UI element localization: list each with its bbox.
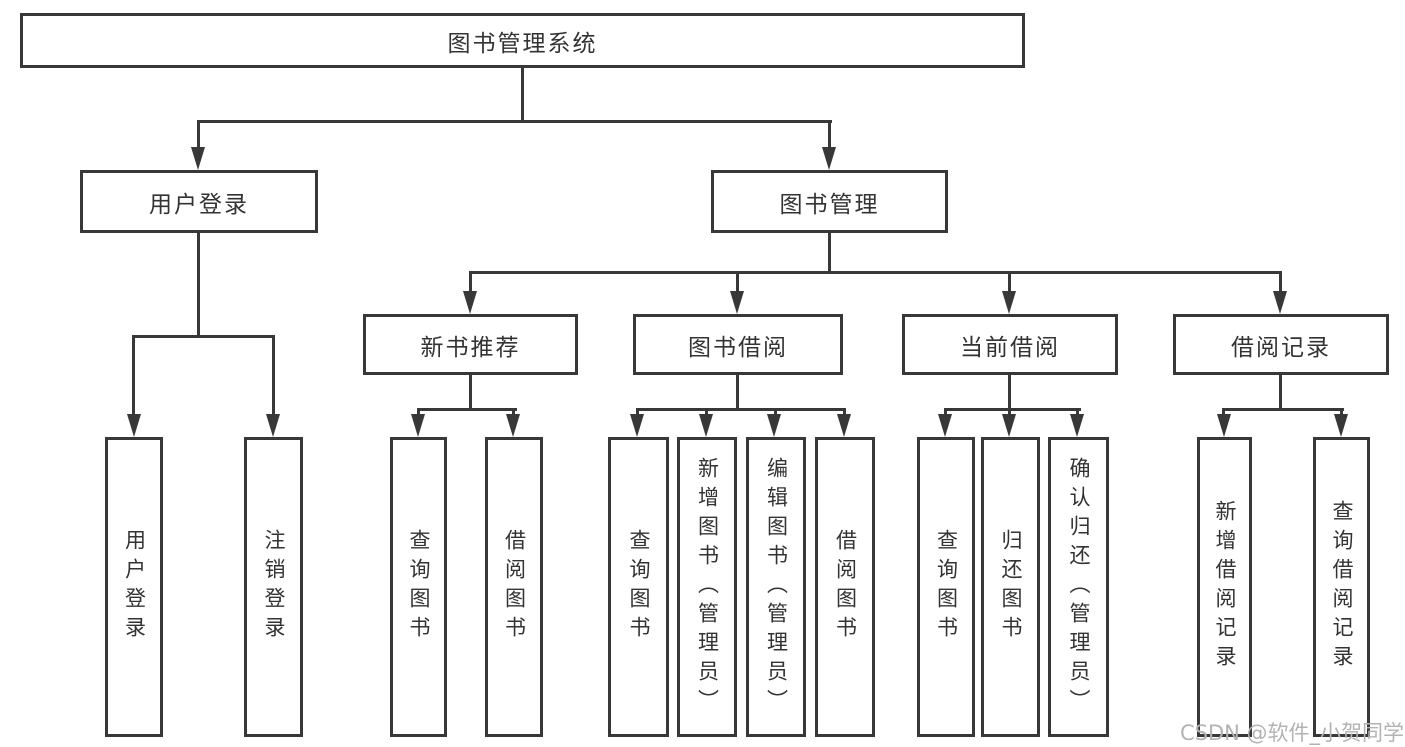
arrow-down-icon — [1002, 414, 1016, 437]
leaf-add-borrow-record: 新增借阅记录 — [1197, 437, 1252, 737]
leaf-add-borrow-record-label: 新增借阅记录 — [1213, 500, 1237, 674]
arrow-down-icon — [1273, 291, 1287, 314]
tree-connector-vline — [1340, 408, 1343, 418]
tree-connector-vline — [512, 408, 515, 418]
arrow-down-icon — [127, 414, 141, 437]
leaf-borrow-book-1: 借阅图书 — [485, 437, 543, 737]
leaf-query-book-2-label: 查询图书 — [627, 529, 651, 645]
node-borrow-records-label: 借阅记录 — [1231, 334, 1331, 361]
leaf-borrow-book-2: 借阅图书 — [815, 437, 875, 737]
tree-connector-vline — [1076, 408, 1079, 418]
tree-connector-vline — [736, 375, 739, 410]
node-current-borrow: 当前借阅 — [902, 314, 1118, 375]
tree-connector-vline — [1279, 375, 1282, 410]
leaf-borrow-book-2-label: 借阅图书 — [833, 529, 858, 645]
tree-connector-vline — [417, 408, 420, 418]
tree-connector-vline — [197, 233, 200, 337]
leaf-query-book-1-label: 查询图书 — [407, 529, 431, 645]
tree-connector-vline — [1008, 408, 1011, 418]
tree-connector-vline — [1008, 271, 1011, 295]
tree-connector-vline — [1279, 271, 1282, 295]
arrow-down-icon — [506, 414, 520, 437]
leaf-edit-book-admin: 编辑图书（管理员） — [746, 437, 806, 737]
tree-connector-hline — [1222, 408, 1344, 411]
leaf-return-book: 归还图书 — [981, 437, 1040, 737]
node-root: 图书管理系统 — [20, 13, 1025, 68]
arrow-down-icon — [191, 147, 205, 170]
tree-connector-vline — [843, 408, 846, 418]
leaf-query-borrow-record-label: 查询借阅记录 — [1330, 500, 1354, 674]
arrow-down-icon — [630, 414, 644, 437]
arrow-down-icon — [411, 414, 425, 437]
tree-connector-hline — [197, 120, 832, 123]
arrow-down-icon — [1002, 291, 1016, 314]
tree-connector-vline — [197, 120, 200, 150]
csdn-watermark: CSDN @软件_小贺同学 — [1180, 721, 1405, 745]
tree-connector-vline — [132, 335, 135, 417]
tree-connector-vline — [521, 68, 524, 122]
node-book-mgmt: 图书管理 — [711, 170, 948, 233]
arrow-down-icon — [266, 414, 280, 437]
node-root-label: 图书管理系统 — [447, 30, 598, 57]
leaf-add-book-admin-label: 新增图书（管理员） — [695, 456, 720, 718]
tree-connector-vline — [1008, 375, 1011, 410]
tree-connector-vline — [636, 408, 639, 418]
tree-connector-vline — [828, 120, 831, 150]
leaf-user-login-label: 用户登录 — [122, 529, 147, 645]
tree-connector-vline — [774, 408, 777, 418]
leaf-borrow-book-1-label: 借阅图书 — [502, 529, 527, 645]
node-book-borrow: 图书借阅 — [633, 314, 843, 375]
node-user-login: 用户登录 — [80, 170, 318, 233]
leaf-query-borrow-record: 查询借阅记录 — [1313, 437, 1370, 737]
leaf-confirm-return-admin-label: 确认归还（管理员） — [1067, 456, 1091, 718]
node-user-login-label: 用户登录 — [149, 191, 249, 218]
node-new-book-rec: 新书推荐 — [363, 314, 578, 375]
leaf-query-book-3: 查询图书 — [917, 437, 975, 737]
arrow-down-icon — [767, 414, 781, 437]
node-book-borrow-label: 图书借阅 — [688, 334, 788, 361]
tree-connector-vline — [736, 271, 739, 295]
tree-connector-vline — [828, 233, 831, 273]
tree-connector-hline — [944, 408, 1081, 411]
leaf-confirm-return-admin: 确认归还（管理员） — [1048, 437, 1109, 737]
arrow-down-icon — [938, 414, 952, 437]
arrow-down-icon — [822, 147, 836, 170]
tree-connector-hline — [636, 408, 846, 411]
leaf-logout: 注销登录 — [244, 437, 303, 737]
node-book-mgmt-label: 图书管理 — [779, 191, 880, 218]
tree-connector-vline — [1222, 408, 1225, 418]
leaf-user-login: 用户登录 — [105, 437, 163, 737]
node-current-borrow-label: 当前借阅 — [960, 334, 1060, 361]
tree-connector-vline — [705, 408, 708, 418]
leaf-query-book-1: 查询图书 — [390, 437, 447, 737]
arrow-down-icon — [1070, 414, 1084, 437]
arrow-down-icon — [1217, 414, 1231, 437]
leaf-edit-book-admin-label: 编辑图书（管理员） — [764, 456, 789, 718]
tree-connector-vline — [272, 335, 275, 417]
leaf-logout-label: 注销登录 — [262, 529, 286, 645]
tree-connector-vline — [469, 375, 472, 410]
arrow-down-icon — [463, 291, 477, 314]
arrow-down-icon — [730, 291, 744, 314]
arrow-down-icon — [1334, 414, 1348, 437]
arrow-down-icon — [699, 414, 713, 437]
tree-connector-hline — [132, 335, 275, 338]
tree-connector-vline — [944, 408, 947, 418]
node-borrow-records: 借阅记录 — [1173, 314, 1389, 375]
leaf-query-book-2: 查询图书 — [608, 437, 669, 737]
leaf-add-book-admin: 新增图书（管理员） — [677, 437, 737, 737]
node-new-book-rec-label: 新书推荐 — [420, 334, 521, 361]
leaf-query-book-3-label: 查询图书 — [934, 529, 959, 645]
arrow-down-icon — [837, 414, 851, 437]
tree-connector-hline — [469, 271, 1282, 274]
tree-connector-hline — [417, 408, 517, 411]
tree-connector-vline — [469, 271, 472, 295]
leaf-return-book-label: 归还图书 — [999, 529, 1023, 645]
